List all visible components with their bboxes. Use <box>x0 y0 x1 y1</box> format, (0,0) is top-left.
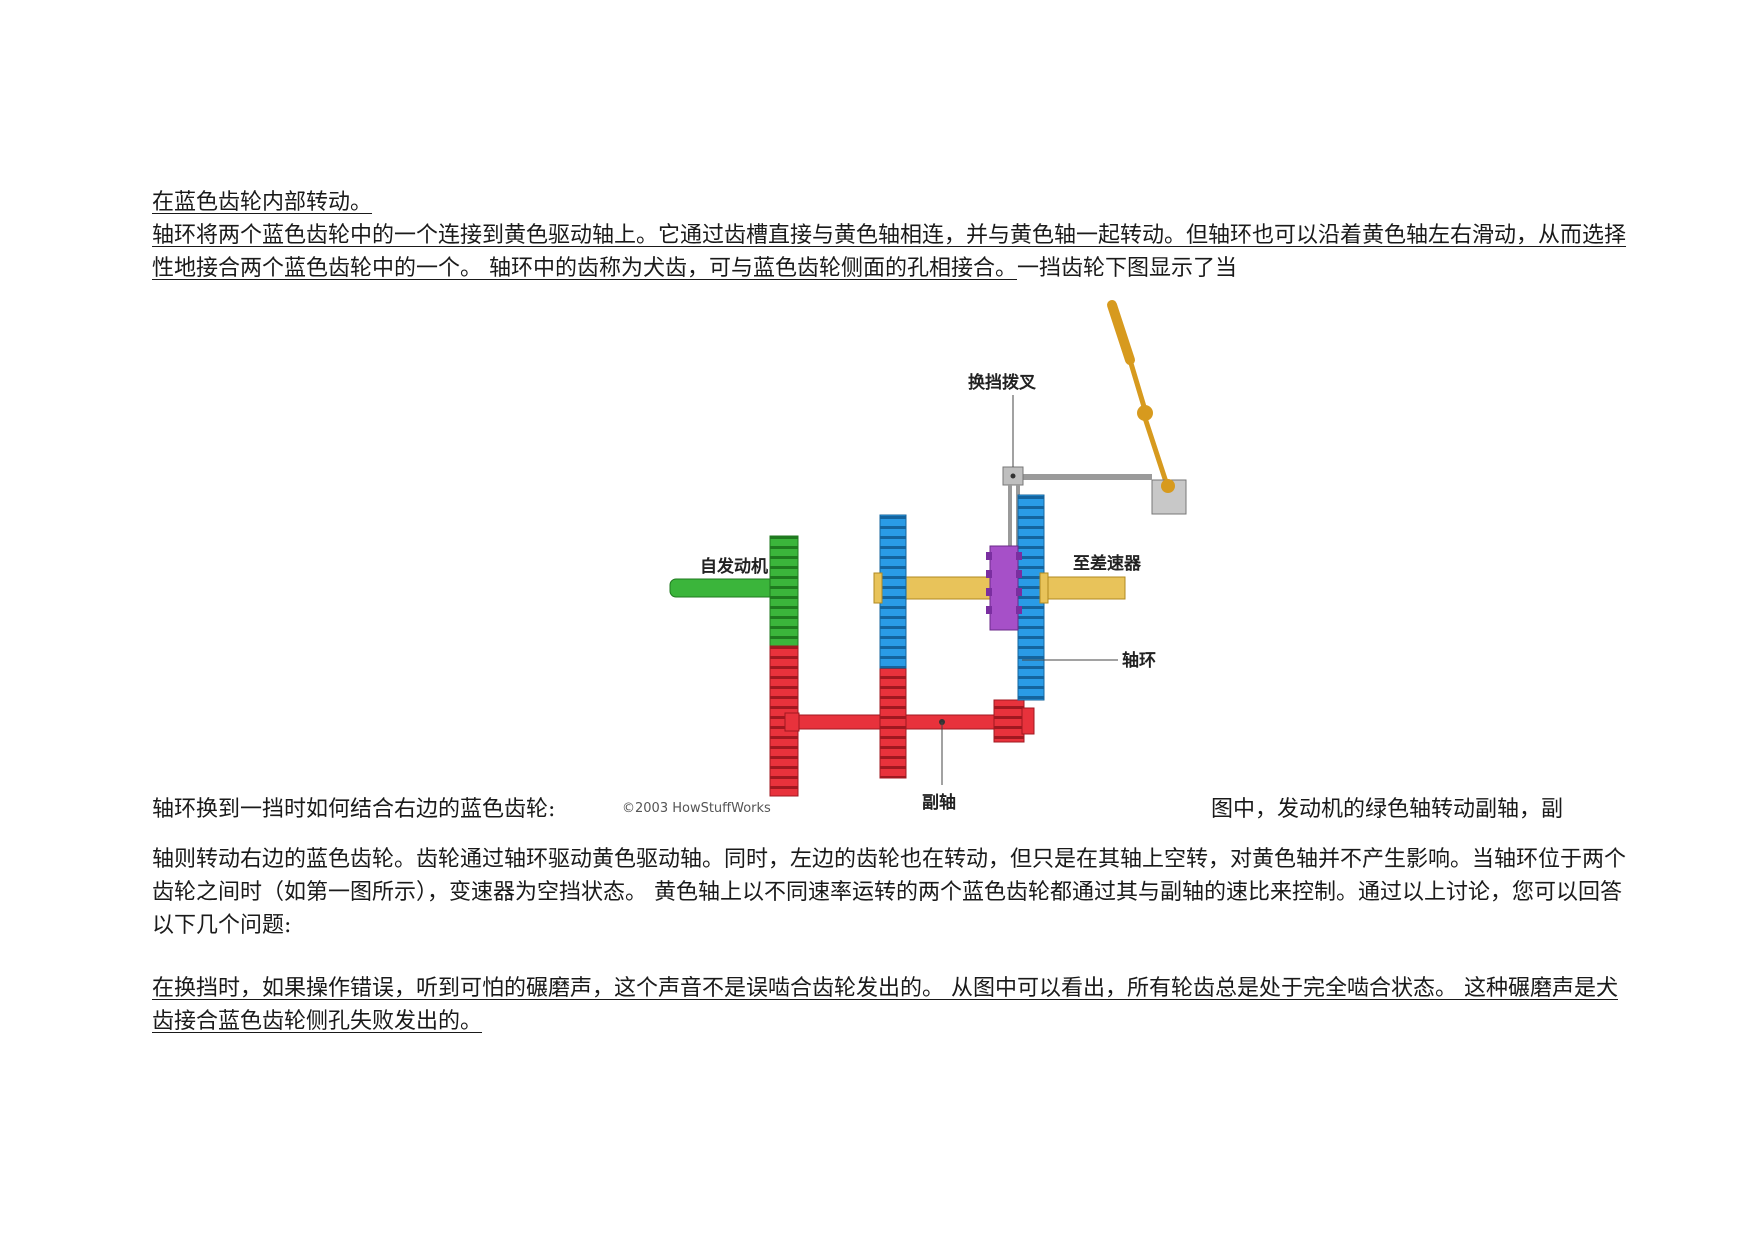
label-layshaft: 副轴 <box>922 792 956 813</box>
paragraph-2-plain: 一挡齿轮下图显示了当 <box>1017 256 1238 281</box>
label-shift-fork: 换挡拨叉 <box>968 372 1037 393</box>
caption-right: 图中，发动机的绿色轴转动副轴，副 <box>1211 797 1564 822</box>
transmission-diagram: 换挡拨叉 自发动机 至差速器 轴环 副轴 <box>660 290 1220 820</box>
paragraph-1: 在蓝色齿轮内部转动。 <box>152 190 373 215</box>
label-collar: 轴环 <box>1122 650 1156 671</box>
paragraph-5: 在换挡时，如果操作错误，听到可怕的碾磨声，这个声音不是误啮合齿轮发出的。 从图中… <box>152 976 1618 1034</box>
caption-line: 轴环换到一挡时如何结合右边的蓝色齿轮: 图中，发动机的绿色轴转动副轴，副 <box>152 793 1627 827</box>
copyright-mark: ©2003 HowStuffWorks <box>622 801 771 816</box>
paragraph-2-underlined: 轴环将两个蓝色齿轮中的一个连接到黄色驱动轴上。它通过齿槽直接与黄色轴相连，并与黄… <box>152 223 1627 281</box>
collar <box>986 545 1118 661</box>
paragraph-2: 轴环将两个蓝色齿轮中的一个连接到黄色驱动轴上。它通过齿槽直接与黄色轴相连，并与黄… <box>152 219 1627 285</box>
caption-left: 轴环换到一挡时如何结合右边的蓝色齿轮: <box>152 797 556 822</box>
blue-gears <box>873 494 1049 701</box>
paragraph-4: 轴则转动右边的蓝色齿轮。齿轮通过轴环驱动黄色驱动轴。同时，左边的齿轮也在转动，但… <box>152 847 1627 938</box>
copyright-text: ©2003 HowStuffWorks <box>622 801 771 816</box>
shift-lever <box>1107 300 1187 515</box>
engine-shaft <box>669 535 799 647</box>
label-to-differential: 至差速器 <box>1073 553 1142 574</box>
layshaft <box>769 645 1035 797</box>
label-from-engine: 自发动机 <box>700 556 768 577</box>
